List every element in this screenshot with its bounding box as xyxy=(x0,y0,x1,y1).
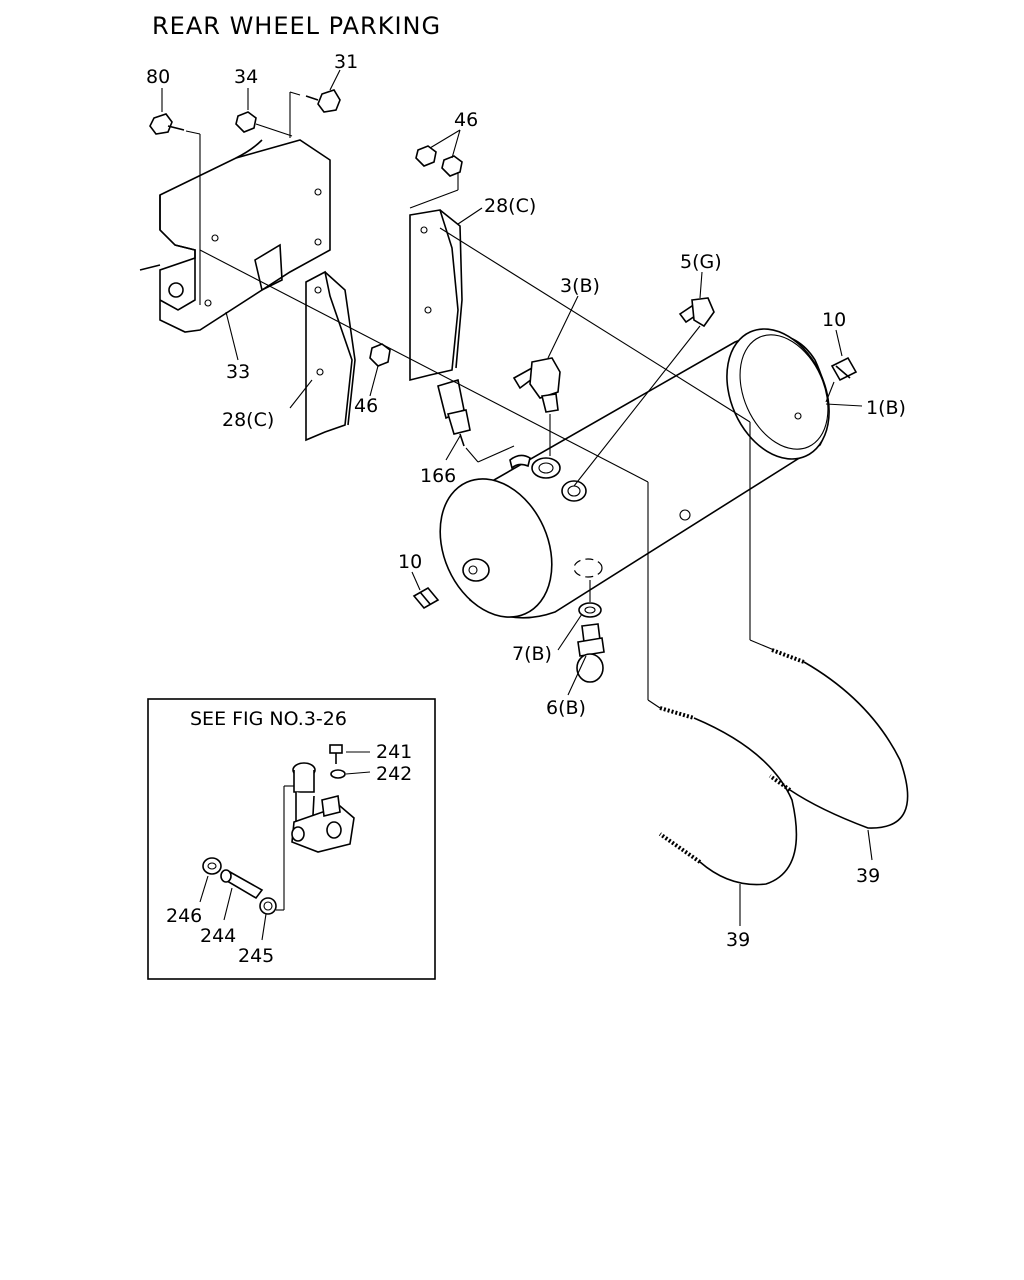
bolt-241 xyxy=(329,744,343,764)
nut-34 xyxy=(235,111,293,137)
label-34: 34 xyxy=(234,66,258,88)
inset-title: SEE FIG NO.3-26 xyxy=(190,708,347,730)
label-leaders xyxy=(161,69,873,926)
washer-7b xyxy=(578,602,602,618)
tank-strap-28c-right xyxy=(409,209,463,382)
label-245: 245 xyxy=(238,945,274,967)
brake-valve xyxy=(291,762,355,853)
brake-cable-39-left xyxy=(658,706,798,886)
label-10-left: 10 xyxy=(398,551,422,573)
pressure-switch-166 xyxy=(437,378,515,463)
plug-10-left xyxy=(412,586,440,610)
label-246: 246 xyxy=(166,905,202,927)
nut-46-top-a xyxy=(415,145,437,167)
label-242: 242 xyxy=(376,763,412,785)
label-6b: 6(B) xyxy=(546,697,586,719)
washer-242 xyxy=(330,769,346,779)
label-33: 33 xyxy=(226,361,250,383)
label-28c-top: 28(C) xyxy=(484,195,536,217)
inset-box: SEE FIG NO.3-26 xyxy=(147,698,436,980)
assembly-centerlines xyxy=(199,227,775,709)
elbow-fitting-3b xyxy=(512,357,561,456)
brake-cable-39-right xyxy=(768,648,909,829)
label-39-right: 39 xyxy=(856,865,880,887)
diagram-title: REAR WHEEL PARKING xyxy=(152,12,441,40)
label-39-bottom: 39 xyxy=(726,929,750,951)
tank-strap-28c-left xyxy=(305,270,356,442)
label-10-right: 10 xyxy=(822,309,846,331)
bolt-80 xyxy=(149,113,201,305)
mounting-bracket-33 xyxy=(139,139,331,333)
label-244: 244 xyxy=(200,925,236,947)
label-5g: 5(G) xyxy=(680,251,722,273)
air-tank-1b xyxy=(439,328,830,619)
nut-245 xyxy=(259,897,277,915)
label-3b: 3(B) xyxy=(560,275,600,297)
nut-246 xyxy=(202,857,222,875)
part-labels: 80 34 31 46 28(C) 3(B) 5(G) 10 1(B) 33 2… xyxy=(146,51,906,967)
label-80: 80 xyxy=(146,66,170,88)
label-46-mid: 46 xyxy=(354,395,378,417)
pin-244 xyxy=(220,869,264,900)
label-166: 166 xyxy=(420,465,456,487)
label-7b: 7(B) xyxy=(512,643,552,665)
label-46-top: 46 xyxy=(454,109,478,131)
label-1b: 1(B) xyxy=(866,397,906,419)
label-28c-left: 28(C) xyxy=(222,409,274,431)
label-241: 241 xyxy=(376,741,412,763)
nut-46-top-b xyxy=(409,155,463,209)
fitting-5g xyxy=(573,297,715,487)
plug-10-right xyxy=(825,356,858,403)
bolt-31 xyxy=(289,89,341,138)
label-31: 31 xyxy=(334,51,358,73)
